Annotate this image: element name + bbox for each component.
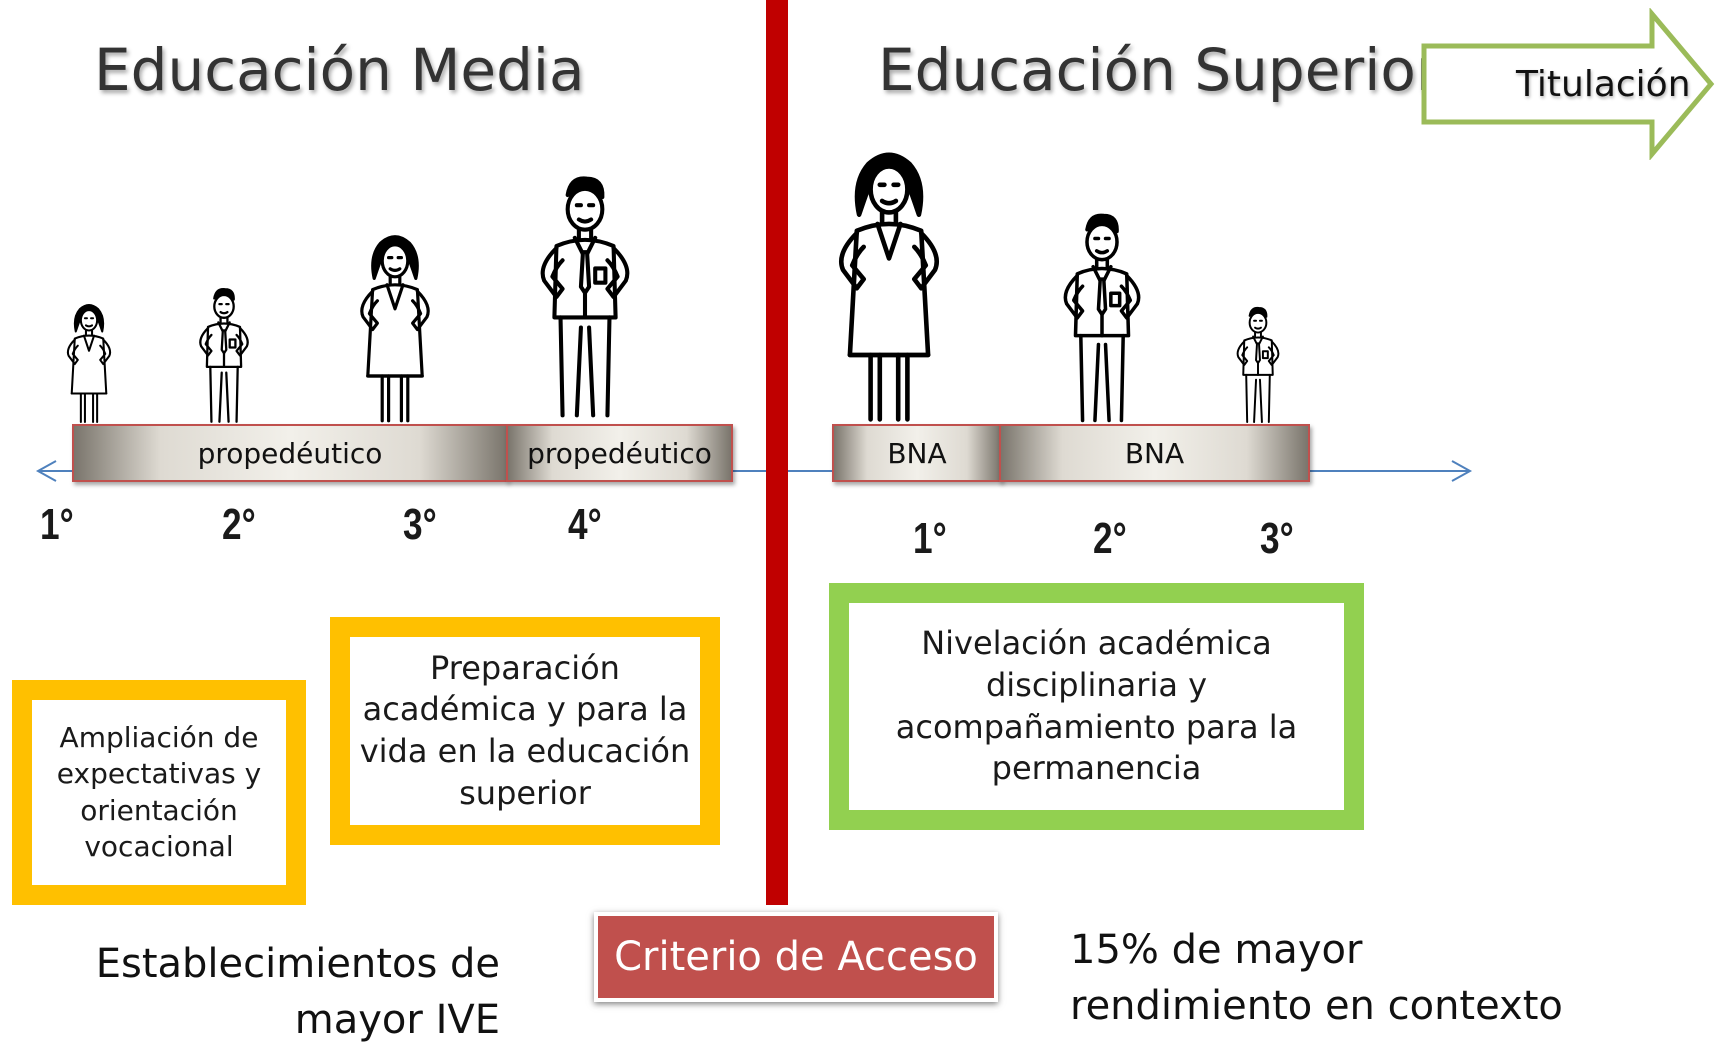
educacion-superior-title: Educación Superior	[878, 36, 1440, 104]
bna-bar-1: BNA	[832, 424, 1002, 482]
man-student-icon	[1063, 213, 1141, 423]
nivelacion-line-4: permanencia	[991, 749, 1202, 788]
nivelacion-line-3: acompañamiento para la	[895, 707, 1298, 746]
establecimientos-line-2: mayor IVE	[294, 997, 500, 1043]
ampliacion-line-2: expectativas y	[56, 757, 262, 791]
ampliacion-line-1: Ampliación de	[59, 720, 259, 754]
preparacion-line-2: académica y para la	[362, 690, 688, 729]
woman-student-icon	[66, 304, 112, 423]
educacion-media-title: Educación Media	[94, 36, 585, 104]
nivelacion-box: Nivelación académica disciplinaria y aco…	[829, 583, 1364, 830]
nivelacion-line-2: disciplinaria y	[985, 665, 1208, 704]
media-grade-1: 1°	[40, 500, 74, 549]
ampliacion-line-3: orientación	[80, 793, 238, 827]
red-divider-line	[766, 0, 788, 905]
media-grade-2: 2°	[222, 500, 256, 549]
bna-bar-2: BNA	[999, 424, 1310, 482]
establecimientos-text: Establecimientos de mayor IVE	[60, 936, 500, 1048]
nivelacion-line-1: Nivelación académica	[921, 624, 1272, 663]
superior-grade-1: 1°	[913, 514, 947, 563]
man-student-icon	[1236, 306, 1280, 424]
preparacion-box: Preparación académica y para la vida en …	[330, 617, 720, 845]
criterio-de-acceso-label: Criterio de Acceso	[594, 912, 998, 1002]
ampliacion-box: Ampliación de expectativas y orientación…	[12, 680, 306, 905]
titulacion-arrow	[1421, 8, 1715, 160]
preparacion-line-1: Preparación	[430, 648, 620, 687]
woman-student-icon	[360, 235, 430, 423]
man-student-icon	[199, 288, 249, 423]
media-grade-3: 3°	[403, 500, 437, 549]
propedeutico-bar-2: propedéutico	[506, 424, 733, 482]
superior-grade-2: 2°	[1093, 514, 1127, 563]
preparacion-line-4: superior	[459, 773, 591, 812]
preparacion-line-3: vida en la educación	[359, 732, 691, 770]
media-grade-4: 4°	[568, 500, 602, 549]
superior-grade-3: 3°	[1260, 514, 1294, 563]
titulacion-label: Titulación	[1516, 64, 1691, 105]
rendimiento-text: 15% de mayor rendimiento en contexto	[1070, 922, 1690, 1034]
rendimiento-line-2: rendimiento en contexto	[1070, 983, 1563, 1029]
establecimientos-line-1: Establecimientos de	[95, 941, 500, 987]
man-student-icon	[534, 170, 636, 424]
propedeutico-bar-1: propedéutico	[72, 424, 508, 482]
ampliacion-line-4: vocacional	[84, 829, 234, 863]
rendimiento-line-1: 15% de mayor	[1070, 927, 1363, 973]
woman-student-icon	[830, 148, 948, 424]
